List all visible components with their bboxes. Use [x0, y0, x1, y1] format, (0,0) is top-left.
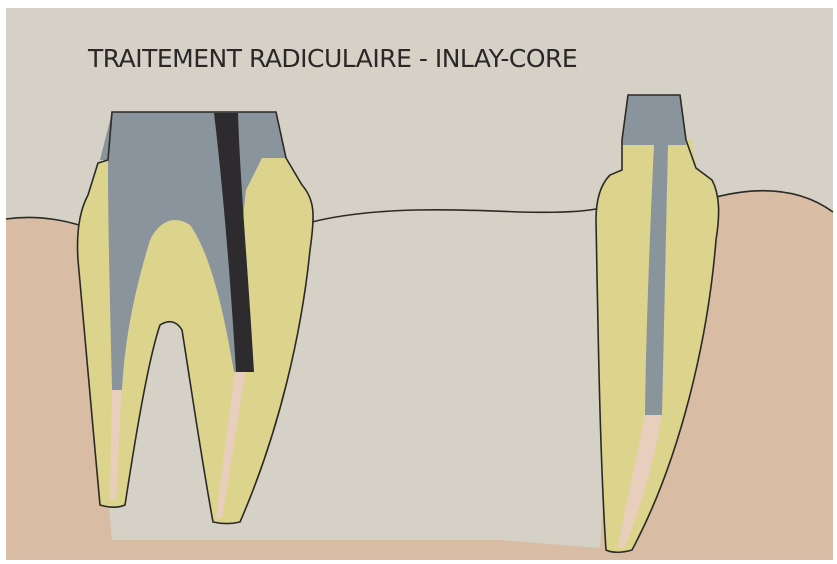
diagram-title: TRAITEMENT RADICULAIRE - INLAY-CORE [88, 44, 577, 73]
